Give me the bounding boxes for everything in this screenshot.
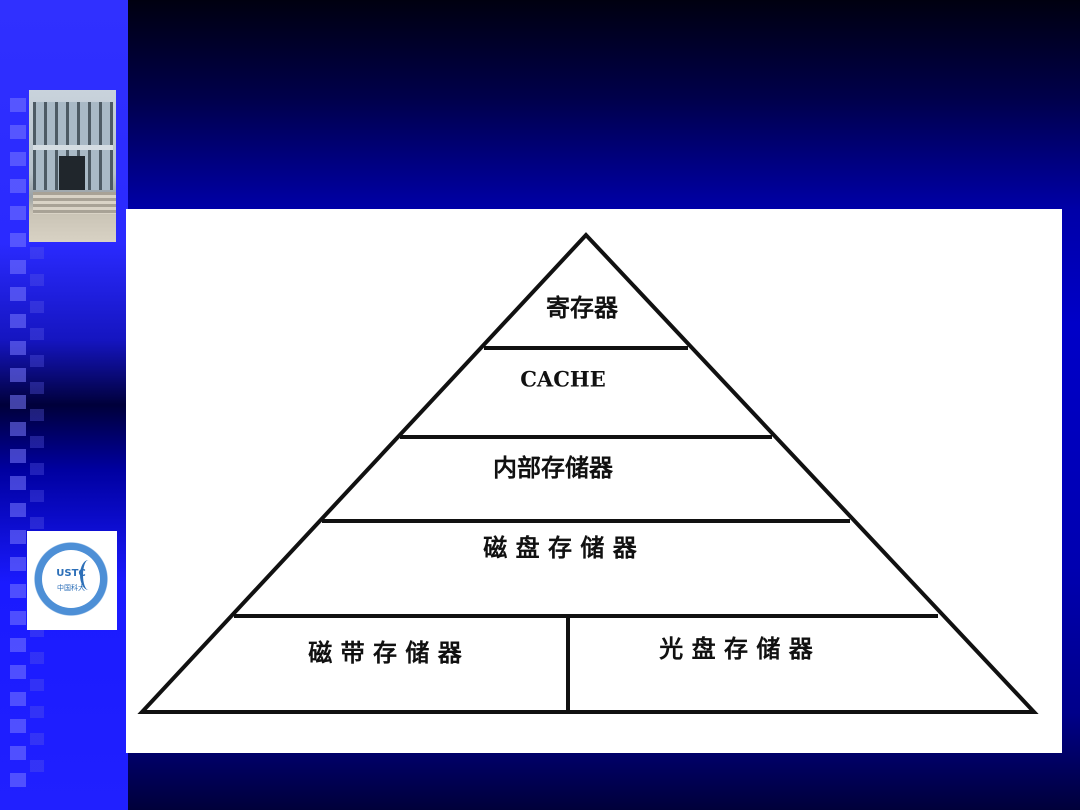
level-disk-label: 磁 盘 存 储 器 (483, 533, 637, 562)
building-photo (29, 90, 116, 242)
ustc-logo: USTC 中国科大 (27, 531, 117, 630)
pyramid-diagram (137, 232, 1039, 714)
level-register-label: 寄存器 (546, 293, 618, 322)
level-tape-label: 磁 带 存 储 器 (308, 638, 462, 667)
logo-center: USTC 中国科大 (42, 550, 100, 608)
level-cache-label: CACHE (520, 366, 606, 392)
building-band (33, 145, 113, 150)
logo-subtitle: 中国科大 (57, 584, 85, 592)
level-optical-label: 光 盘 存 储 器 (659, 634, 813, 663)
pyramid-panel: 寄存器 CACHE 内部存储器 磁 盘 存 储 器 磁 带 存 储 器 光 盘 … (126, 209, 1062, 753)
logo-swoosh-icon (80, 560, 97, 590)
building-steps (33, 192, 116, 214)
logo-text: USTC (56, 568, 86, 579)
decorative-squares (10, 98, 26, 788)
building-door (59, 156, 85, 190)
pyramid-outline (137, 232, 1039, 714)
level-main-memory-label: 内部存储器 (493, 453, 613, 482)
